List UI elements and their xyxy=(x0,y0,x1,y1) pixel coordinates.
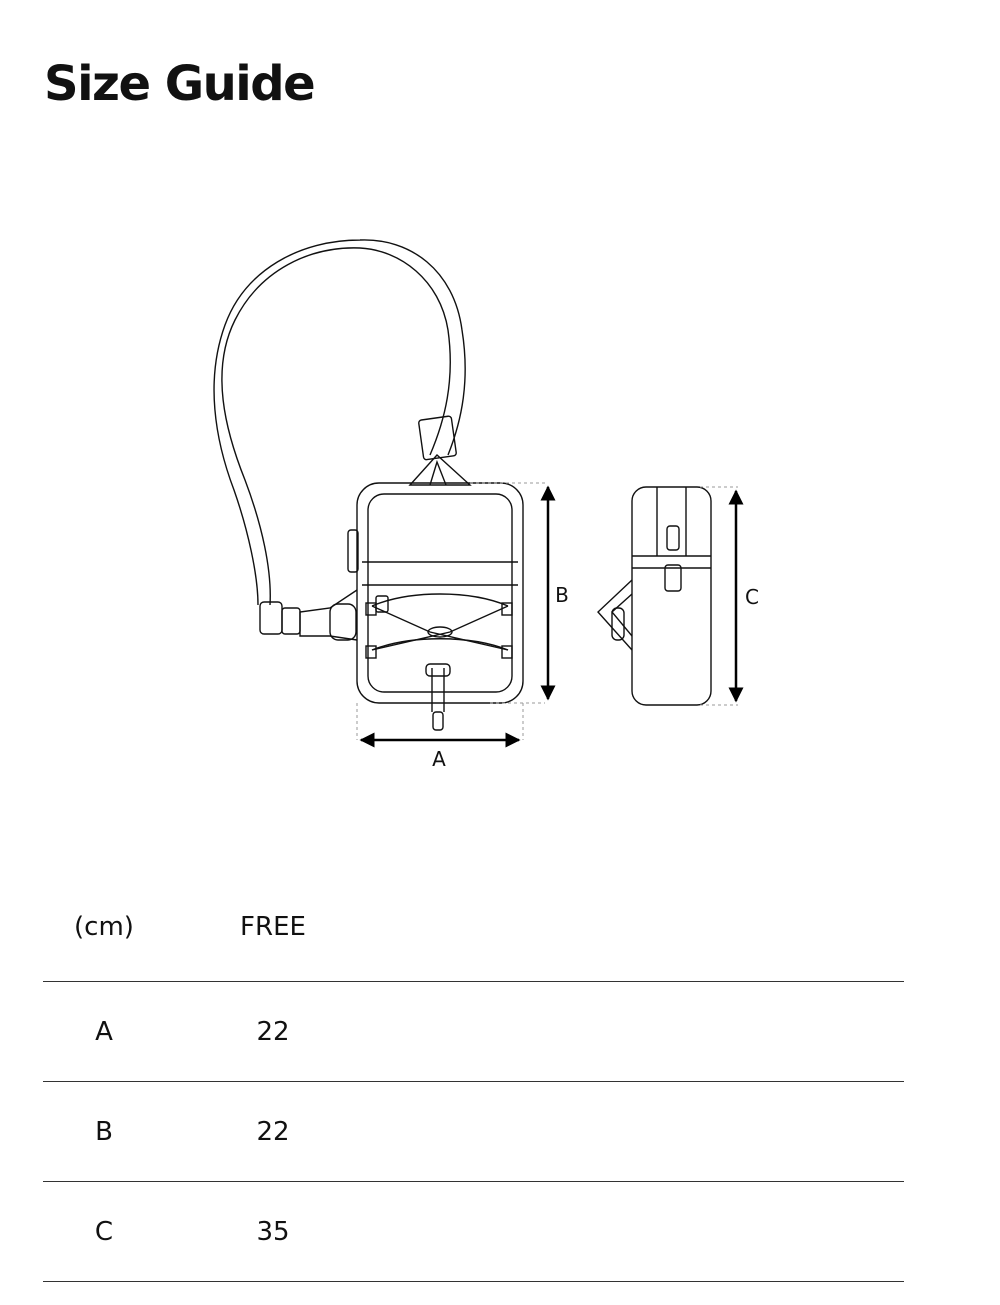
bag-front-view xyxy=(213,239,524,731)
dimension-label-a: A xyxy=(432,747,446,771)
front-dimension-guides xyxy=(356,482,545,740)
table-row-c: C 35 xyxy=(43,1182,904,1282)
bag-body-front xyxy=(356,482,524,704)
dimension-label-c: C xyxy=(745,585,759,609)
side-dimension-guides xyxy=(700,486,738,706)
bag-dimension-diagram: A B C xyxy=(213,239,759,771)
table-row-b: B 22 xyxy=(43,1082,904,1182)
row-value: 22 xyxy=(256,1116,290,1147)
unit-header: (cm) xyxy=(74,912,134,942)
row-label: C xyxy=(94,1216,114,1247)
dimension-label-b: B xyxy=(555,583,569,607)
page-title: Size Guide xyxy=(44,56,316,112)
bag-strap xyxy=(221,247,451,606)
row-label: A xyxy=(95,1016,113,1047)
row-value: 35 xyxy=(256,1216,290,1247)
table-row-a: A 22 xyxy=(43,982,904,1082)
size-table-header: (cm) FREE xyxy=(43,880,904,982)
size-header: FREE xyxy=(240,912,306,942)
row-value: 22 xyxy=(256,1016,290,1047)
bag-side-view xyxy=(597,486,712,706)
size-table: (cm) FREE A 22 B 22 C 35 xyxy=(43,880,904,1282)
row-label: B xyxy=(95,1116,113,1147)
bag-body-side xyxy=(631,486,712,706)
